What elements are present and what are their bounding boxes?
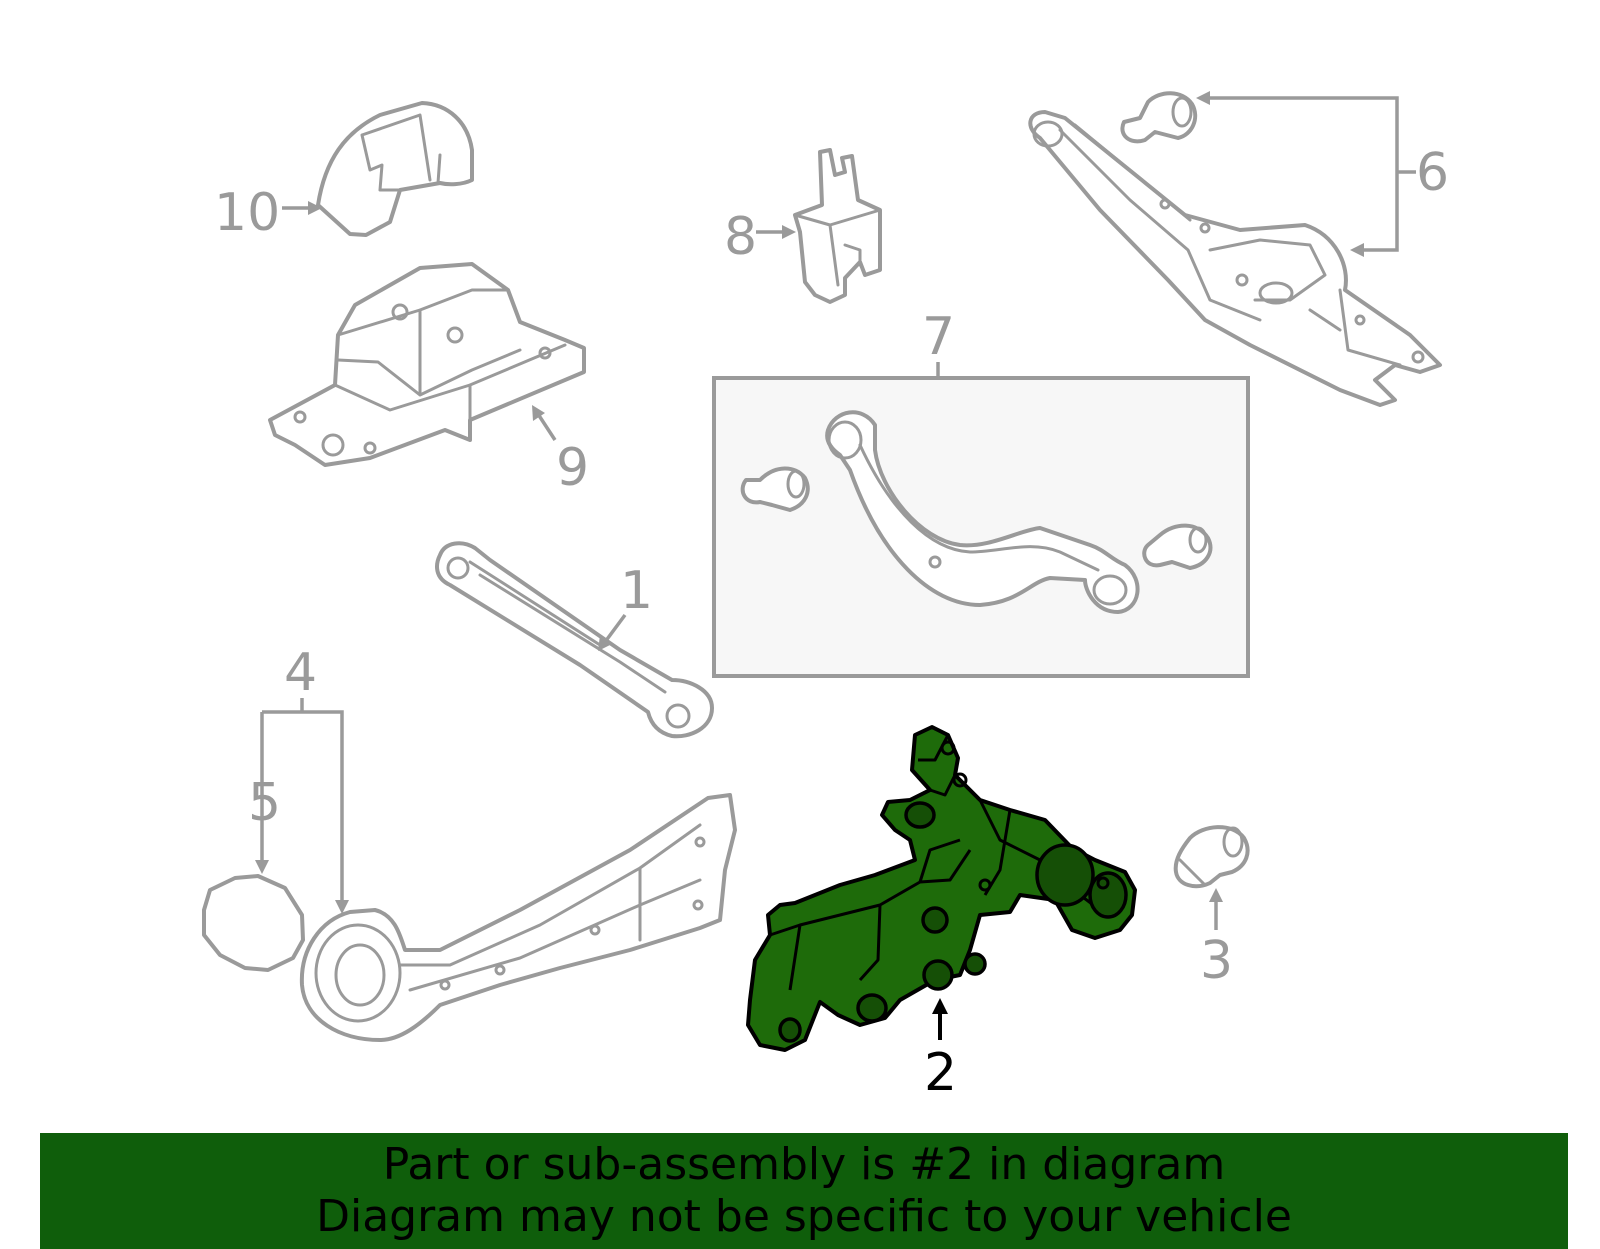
- part-7-kit-box: [712, 376, 1250, 678]
- banner-line-1: Part or sub-assembly is #2 in diagram: [382, 1139, 1226, 1190]
- part-2-knuckle[interactable]: [746, 725, 1137, 1052]
- callout-6: 6: [1416, 143, 1449, 203]
- callout-7: 7: [922, 307, 955, 367]
- part-10-bump-stop[interactable]: [316, 101, 474, 237]
- part-6-lower-arm[interactable]: [1028, 110, 1442, 407]
- part-4-trailing-arm[interactable]: [299, 793, 737, 1042]
- callout-10: 10: [214, 183, 280, 243]
- banner-line-2: Diagram may not be specific to your vehi…: [316, 1191, 1292, 1242]
- part-7-bushing-right[interactable]: [1142, 523, 1213, 570]
- callout-4: 4: [284, 643, 317, 703]
- part-9-mount[interactable]: [268, 262, 586, 467]
- callout-2: 2: [924, 1043, 957, 1103]
- callout-8: 8: [724, 207, 757, 267]
- part-7-upper-arm[interactable]: [825, 410, 1140, 614]
- part-1-lateral-link[interactable]: [435, 541, 714, 739]
- callout-5: 5: [248, 773, 281, 833]
- part-7-bushing-left[interactable]: [740, 466, 810, 512]
- part-6-bushing[interactable]: [1120, 91, 1198, 144]
- part-8-bracket[interactable]: [793, 148, 882, 304]
- callout-3: 3: [1200, 931, 1233, 991]
- part-5-cap[interactable]: [202, 874, 305, 972]
- notice-banner: Part or sub-assembly is #2 in diagram Di…: [40, 1133, 1568, 1249]
- callout-1: 1: [620, 561, 653, 621]
- part-3-bushing[interactable]: [1173, 825, 1250, 889]
- callout-9: 9: [556, 438, 589, 498]
